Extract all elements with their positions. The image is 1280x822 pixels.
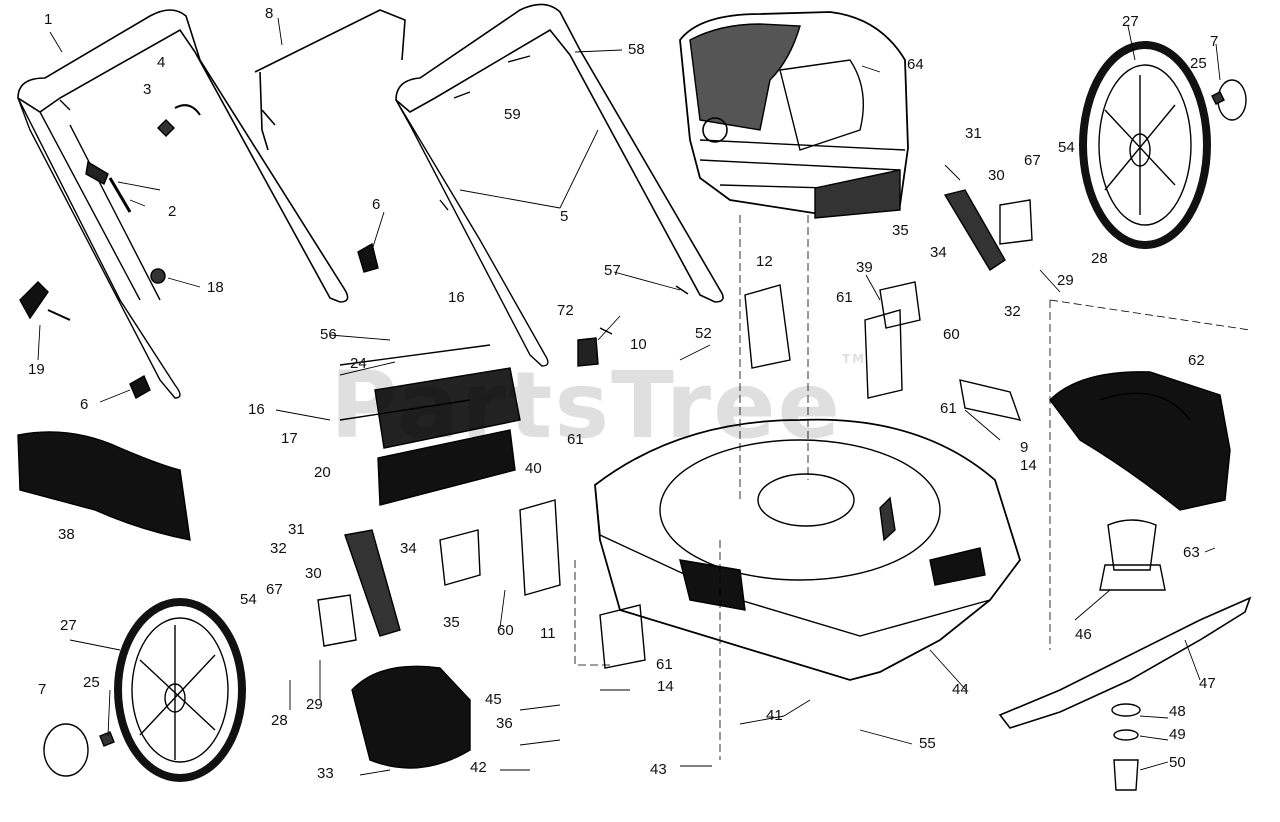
callout-c5: 5 (560, 208, 569, 225)
callout-c43: 43 (650, 761, 667, 778)
callout-c4: 4 (157, 54, 166, 71)
callout-c67a: 67 (1024, 152, 1041, 169)
callout-c8: 8 (265, 5, 274, 22)
callout-c20: 20 (314, 464, 331, 481)
callout-c11: 11 (540, 625, 556, 642)
callout-c28a: 28 (1091, 250, 1108, 267)
callout-c10: 10 (630, 336, 647, 353)
handle-hardware (19, 55, 689, 399)
callout-c34a: 34 (930, 244, 947, 261)
callout-c9: 9 (1020, 439, 1029, 456)
callout-c50: 50 (1169, 754, 1186, 771)
callout-c32a: 32 (1004, 303, 1021, 320)
callout-c7a: 7 (1210, 33, 1219, 50)
callout-c61d: 61 (656, 656, 673, 673)
callout-c14a: 14 (1020, 457, 1037, 474)
front-wheel-left (114, 598, 246, 782)
callout-c25a: 25 (1190, 55, 1207, 72)
callout-c61b: 61 (940, 400, 957, 417)
callout-c60a: 60 (943, 326, 960, 343)
watermark-trademark: TM (841, 352, 867, 366)
callout-c58: 58 (628, 41, 645, 58)
leader-lines (37, 17, 1221, 776)
front-shield-33 (351, 665, 471, 769)
callout-c27b: 27 (60, 617, 77, 634)
callout-c57: 57 (604, 262, 621, 279)
watermark: PartsTreeTM (330, 352, 866, 459)
callout-c46: 46 (1075, 626, 1092, 643)
callout-c16b: 16 (248, 401, 265, 418)
callout-c6b: 6 (80, 396, 89, 413)
callout-c60b: 60 (497, 622, 514, 639)
callout-c27a: 27 (1122, 13, 1139, 30)
callout-c55: 55 (919, 735, 936, 752)
callout-c39: 39 (856, 259, 873, 276)
callout-c29b: 29 (306, 696, 323, 713)
callout-c54a: 54 (1058, 139, 1075, 156)
callout-c52: 52 (695, 325, 712, 342)
callout-c3: 3 (143, 81, 152, 98)
callout-c41: 41 (766, 707, 783, 724)
callout-c45: 45 (485, 691, 502, 708)
callout-c28b: 28 (271, 712, 288, 729)
rear-wheel-right (1079, 41, 1211, 249)
callout-c25b: 25 (83, 674, 100, 691)
watermark-text: PartsTree (330, 352, 842, 459)
callout-c56: 56 (320, 326, 337, 343)
callout-c16a: 16 (448, 289, 465, 306)
callout-c29a: 29 (1057, 272, 1074, 289)
callout-c24: 24 (350, 355, 367, 372)
callout-c62: 62 (1188, 352, 1205, 369)
callout-c64: 64 (907, 56, 924, 73)
callout-c6a: 6 (372, 196, 381, 213)
callout-c49: 49 (1169, 726, 1186, 743)
callout-c31b: 31 (288, 521, 305, 538)
callout-c36: 36 (496, 715, 513, 732)
callout-c18: 18 (207, 279, 224, 296)
callout-c48: 48 (1169, 703, 1186, 720)
height-adjusters (317, 189, 1033, 669)
callout-c38: 38 (58, 526, 75, 543)
callout-c30b: 30 (305, 565, 322, 582)
callout-c32b: 32 (270, 540, 287, 557)
callout-c40: 40 (525, 460, 542, 477)
callout-c42: 42 (470, 759, 487, 776)
callout-c72: 72 (557, 302, 574, 319)
callout-c33: 33 (317, 765, 334, 782)
callout-c34b: 34 (400, 540, 417, 557)
callout-c12: 12 (756, 253, 773, 270)
callout-c59: 59 (504, 106, 521, 123)
lower-handle (17, 9, 349, 399)
callout-c54b: 54 (240, 591, 257, 608)
callout-c7b: 7 (38, 681, 47, 698)
callout-c14b: 14 (657, 678, 674, 695)
callout-c30a: 30 (988, 167, 1005, 184)
hubcaps (43, 79, 1247, 777)
engine (679, 11, 909, 219)
mower-deck (594, 418, 1021, 681)
blade-assembly (998, 519, 1252, 791)
callout-c35a: 35 (892, 222, 909, 239)
callout-c47: 47 (1199, 675, 1216, 692)
callout-c61c: 61 (567, 431, 584, 448)
callout-c44: 44 (952, 681, 969, 698)
callout-c67b: 67 (266, 581, 283, 598)
callout-c63: 63 (1183, 544, 1200, 561)
callout-c19: 19 (28, 361, 45, 378)
side-discharge-chute-62 (1049, 371, 1231, 511)
callout-c1: 1 (44, 11, 53, 28)
upper-handle (395, 3, 724, 367)
callout-c61a: 61 (836, 289, 853, 306)
callout-c35b: 35 (443, 614, 460, 631)
front-baffle-38 (17, 431, 191, 541)
control-bail (254, 9, 406, 151)
callout-c2: 2 (168, 203, 177, 220)
callout-c17: 17 (281, 430, 298, 447)
alignment-lines (574, 215, 1251, 760)
callout-c31a: 31 (965, 125, 982, 142)
rear-flap-assembly (339, 344, 521, 506)
